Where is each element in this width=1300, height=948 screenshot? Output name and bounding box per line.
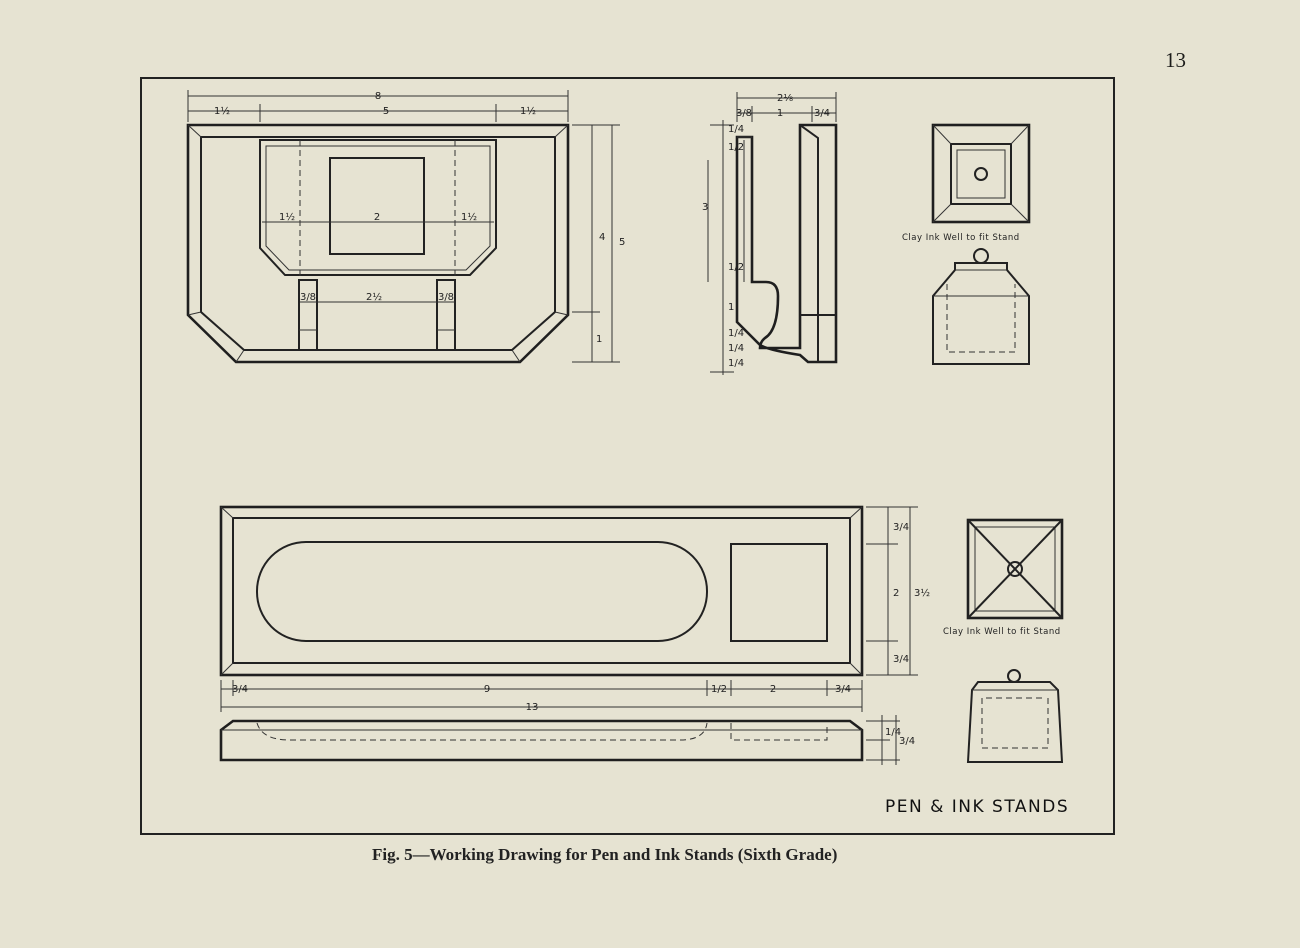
- page-number: 13: [1165, 48, 1186, 72]
- dim-side-v4: 1/2: [728, 262, 744, 273]
- dim-side-v1: 1/4: [728, 124, 744, 135]
- dim-leg-right: 3/8: [438, 292, 454, 303]
- drawing-frame: [140, 77, 1115, 835]
- side-view-upper-stand: 2⅛ 3/8 1 3/4 1/4 1/2 3 1/2 1 1/4 1/4 1/4: [702, 92, 838, 375]
- ink-well-top: Clay Ink Well to fit Stand: [902, 123, 1031, 365]
- dim-bottom-v1: 3/4: [893, 522, 909, 533]
- drawing-title: PEN & INK STANDS: [885, 797, 1069, 817]
- dim-bottom-thick-a: 1/4: [885, 727, 901, 738]
- dim-side-v7: 1/4: [728, 343, 744, 354]
- dim-bottom-h5: 3/4: [835, 684, 851, 695]
- dim-top-right-margin: 1½: [520, 105, 536, 117]
- dim-bottom-h2: 9: [484, 684, 490, 695]
- dim-bottom-total: 13: [526, 702, 539, 713]
- dim-top-inner: 5: [383, 106, 389, 117]
- dim-side-v6: 1/4: [728, 328, 744, 339]
- dim-top-bottom-offset: 1: [596, 334, 602, 345]
- dim-bottom-v-total: 3½: [914, 587, 930, 599]
- tray-plan-view: 3/4 2 3½ 3/4 3/4 9 1/2 2 3/4 13: [219, 505, 930, 713]
- dim-bottom-h3: 1/2: [711, 684, 727, 695]
- dim-mid-left: 1½: [279, 211, 295, 223]
- dim-mid-center: 2: [374, 212, 380, 223]
- front-view-upper-stand: 8 5 1½ 1½ 4 5 1 1½ 2 1½ 3/8 2½ 3/8: [186, 90, 625, 364]
- dim-side-v8: 1/4: [728, 358, 744, 369]
- dim-bottom-thick-b: 3/4: [899, 736, 915, 747]
- dim-top-height-outer: 5: [619, 237, 625, 248]
- label-top-ink-well: Clay Ink Well to fit Stand: [902, 233, 1020, 243]
- label-bottom-ink-well: Clay Ink Well to fit Stand: [943, 627, 1061, 637]
- dim-side-v2: 1/2: [728, 142, 744, 153]
- dim-side-overall: 2⅛: [777, 93, 793, 104]
- ink-well-bottom: Clay Ink Well to fit Stand: [943, 518, 1064, 763]
- dim-leg-center: 2½: [366, 291, 382, 303]
- dim-leg-left: 3/8: [300, 292, 316, 303]
- dim-bottom-h1: 3/4: [232, 684, 248, 695]
- dim-bottom-h4: 2: [770, 684, 776, 695]
- tray-edge-view: 1/4 3/4: [219, 715, 915, 765]
- dim-mid-right: 1½: [461, 211, 477, 223]
- figure-caption: Fig. 5—Working Drawing for Pen and Ink S…: [372, 845, 838, 864]
- dim-side-a: 3/8: [736, 108, 752, 119]
- dim-side-v3: 3: [702, 202, 708, 213]
- dim-side-b: 1: [777, 108, 783, 119]
- dim-top-left-margin: 1½: [214, 105, 230, 117]
- dim-top-height-inner: 4: [599, 232, 605, 243]
- dim-bottom-v3: 3/4: [893, 654, 909, 665]
- dim-bottom-v2: 2: [893, 588, 899, 599]
- dim-side-v5: 1: [728, 302, 734, 313]
- dim-top-overall: 8: [375, 91, 381, 102]
- dim-side-c: 3/4: [814, 108, 830, 119]
